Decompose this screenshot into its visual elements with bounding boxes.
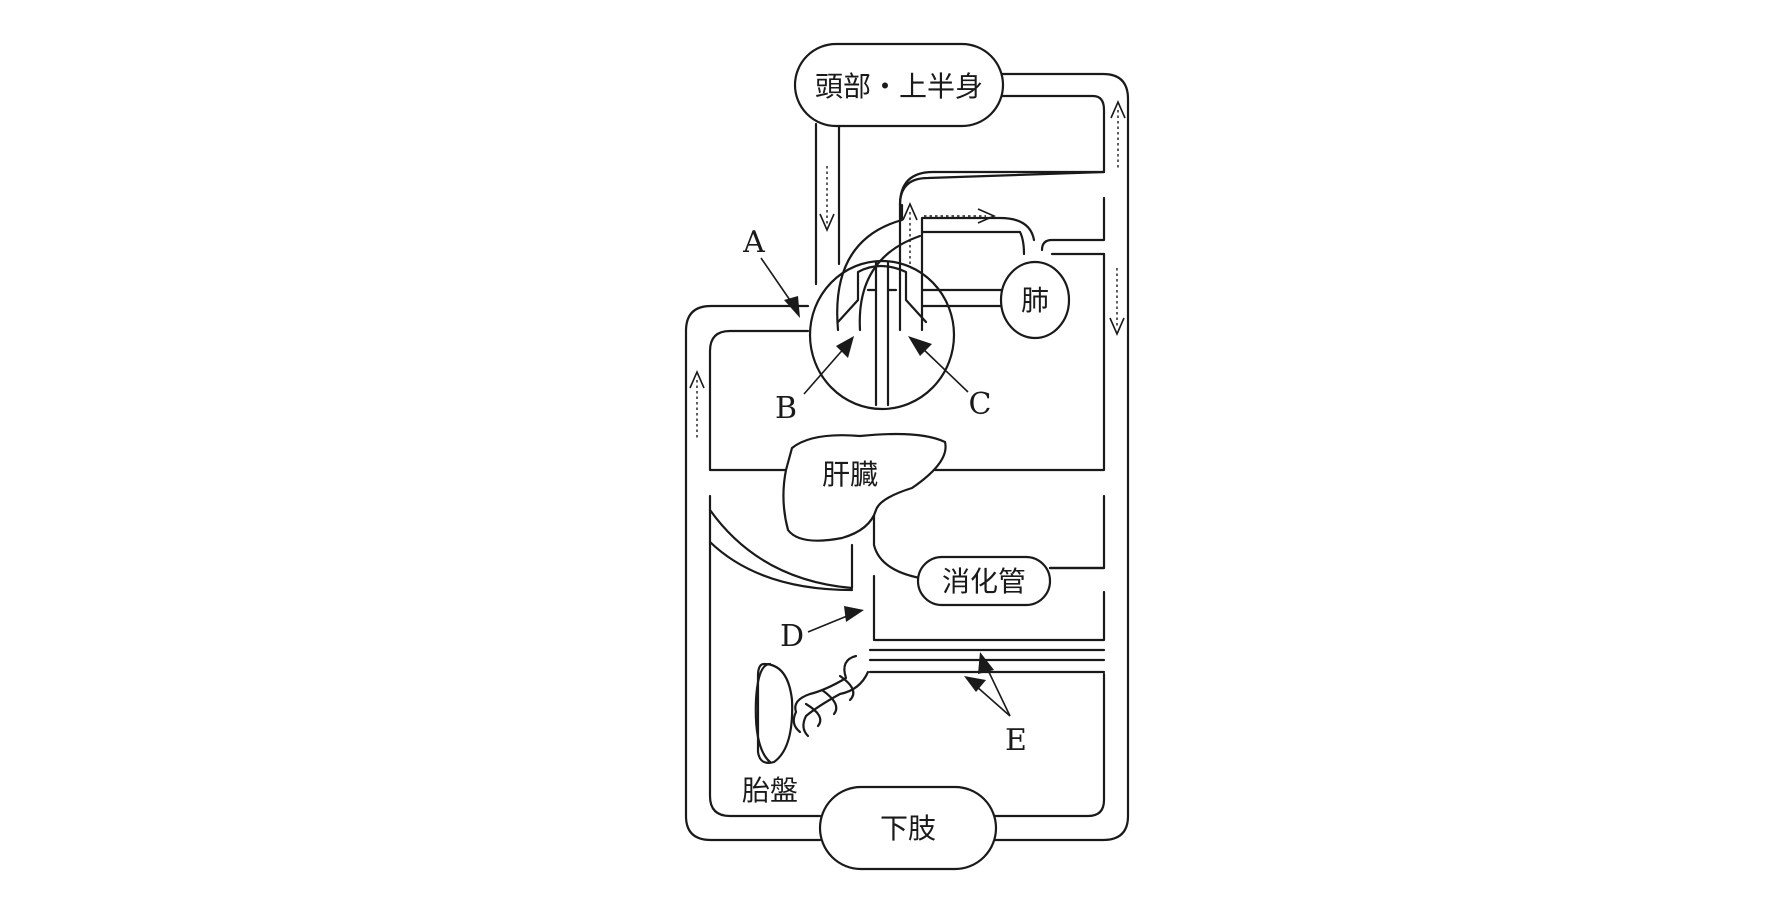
right-vessel-loop xyxy=(873,72,1130,842)
lung-label: 肺 xyxy=(1021,284,1049,317)
flow-arrows xyxy=(689,100,1126,440)
left-vessel-loop xyxy=(684,304,870,842)
lower-limbs: 下肢 xyxy=(818,785,998,871)
umbilical-vessels xyxy=(792,648,1106,738)
pointer-d: D xyxy=(780,606,864,654)
label-a: A xyxy=(742,225,765,260)
label-d: D xyxy=(780,619,804,654)
liver: 肝臓 xyxy=(782,432,947,542)
great-arteries xyxy=(836,170,1106,332)
pointer-c: C xyxy=(908,336,991,422)
lung: 肺 xyxy=(999,260,1071,340)
pointer-b: B xyxy=(775,336,854,426)
heart xyxy=(808,259,956,411)
gut-label: 消化管 xyxy=(942,565,1026,598)
placenta: 胎盤 xyxy=(742,662,798,807)
label-c: C xyxy=(969,387,992,422)
lower-limbs-label: 下肢 xyxy=(880,812,936,845)
pointer-a: A xyxy=(742,225,800,318)
pointer-e: E xyxy=(964,652,1027,758)
label-e: E xyxy=(1005,723,1027,758)
gut: 消化管 xyxy=(916,555,1052,607)
placenta-label: 胎盤 xyxy=(742,774,798,807)
head-upper-body: 頭部・上半身 xyxy=(793,42,1005,128)
head-upper-body-label: 頭部・上半身 xyxy=(815,70,983,103)
superior-vessels xyxy=(814,122,841,286)
label-b: B xyxy=(775,391,797,426)
liver-label: 肝臓 xyxy=(822,458,878,491)
liver-vessels xyxy=(708,498,1106,642)
